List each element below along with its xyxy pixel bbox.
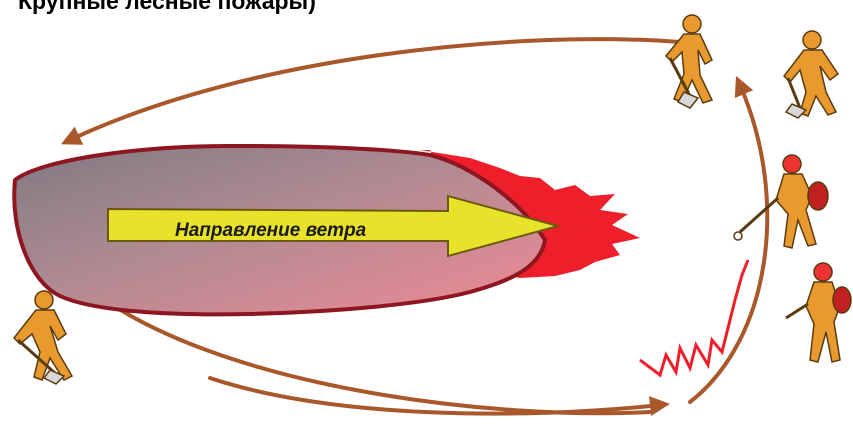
firefighter-sprayer-icon	[734, 155, 828, 248]
route-arrow-top	[70, 39, 680, 140]
firefighter-digging-icon	[666, 15, 712, 108]
firefighter-digging-icon	[784, 31, 838, 118]
route-arrow-bottom-right	[210, 378, 660, 414]
wind-direction-label: Направление ветра	[175, 220, 367, 241]
firefighter-sprayer-icon	[786, 263, 851, 362]
firefighter-digging-icon	[14, 291, 72, 384]
